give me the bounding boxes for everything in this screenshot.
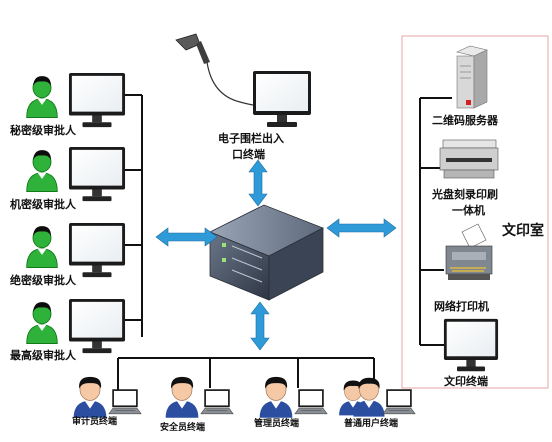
gate-terminal-monitor xyxy=(253,71,311,127)
security-terminal-label: 安全员终端 xyxy=(160,423,206,433)
qr-server-icon xyxy=(456,45,488,109)
approver-label-topsecret: 绝密级审批人 xyxy=(10,274,76,287)
admin-terminal-label: 管理员终端 xyxy=(254,419,300,429)
arrow-right xyxy=(326,218,397,238)
qr-server-label: 二维码服务器 xyxy=(432,114,498,127)
admin-station xyxy=(259,376,328,418)
arrow-left xyxy=(155,227,218,247)
user-terminal-label: 普通用户终端 xyxy=(344,419,399,429)
auditor-station xyxy=(73,376,142,418)
disc-burner-label-line2: 一体机 xyxy=(452,204,485,217)
gate-terminal-label-line1: 电子围栏出入 xyxy=(218,132,284,145)
approver-station-confidential xyxy=(26,146,126,202)
gate-terminal-label-line2: 口终端 xyxy=(232,148,265,161)
auditor-terminal-label: 审计员终端 xyxy=(72,417,118,427)
print-room-border xyxy=(401,35,549,389)
print-terminal-monitor xyxy=(443,318,499,372)
approver-bus xyxy=(124,94,143,337)
security-station xyxy=(165,376,234,418)
disc-burner-label-line1: 光盘刻录印刷 xyxy=(432,188,498,201)
network-printer-label: 网络打印机 xyxy=(434,300,489,313)
network-printer-icon xyxy=(445,223,493,280)
print-room-title: 文印室 xyxy=(502,223,544,239)
approver-label-confidential: 机密级审批人 xyxy=(10,198,76,211)
arrow-down xyxy=(250,301,270,351)
approver-label-highest: 最高级审批人 xyxy=(10,349,76,362)
user-station xyxy=(338,377,416,418)
print-room-bus xyxy=(419,97,452,346)
central-server-icon xyxy=(209,204,324,301)
approver-station-highest xyxy=(26,298,126,354)
print-terminal-label: 文印终端 xyxy=(444,375,488,388)
approver-station-secret xyxy=(26,72,126,128)
arrow-up xyxy=(248,159,268,207)
disc-burner-icon xyxy=(439,139,499,179)
approver-station-topsecret xyxy=(26,222,126,278)
approver-label-secret: 秘密级审批人 xyxy=(10,124,76,137)
terminal-bus xyxy=(117,357,375,390)
